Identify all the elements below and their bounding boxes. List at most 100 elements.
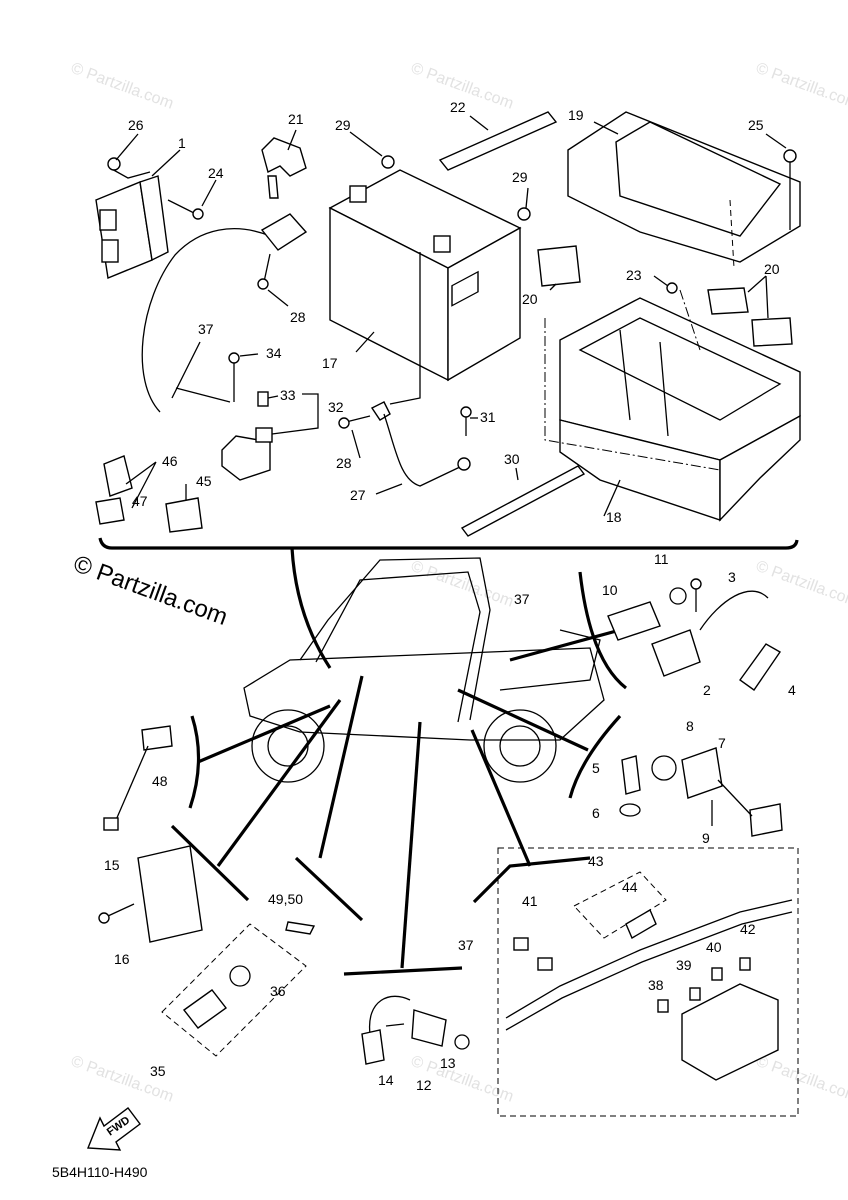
top-group-bracket	[98, 537, 799, 550]
sensor-48-wire	[115, 745, 149, 821]
leader-49	[318, 675, 364, 859]
callout-47: 47	[132, 493, 148, 509]
watermark-large: © Partzilla.com	[70, 550, 231, 631]
bolt-16-head	[98, 912, 110, 924]
callout-34: 34	[266, 345, 282, 361]
bolt-31-head	[460, 406, 472, 418]
callout-13: 13	[440, 1055, 456, 1071]
lead-27-guide	[389, 252, 421, 405]
fuse-40	[711, 967, 723, 981]
terminal-boot	[260, 213, 308, 251]
sensor-12-plug	[361, 1029, 385, 1065]
callout-10: 10	[602, 582, 618, 598]
clamp-21-stem	[267, 175, 279, 199]
cable-37	[141, 228, 271, 413]
battery-box	[559, 297, 801, 522]
callout-11: 11	[654, 551, 669, 567]
callout-7: 7	[718, 735, 726, 751]
callout-24: 24	[208, 165, 224, 181]
fuse-39	[689, 987, 701, 1001]
callout-1: 1	[178, 135, 186, 151]
bracket-12	[343, 966, 463, 976]
sensor-12	[411, 1009, 447, 1047]
coil-wire	[699, 590, 769, 631]
callouts: 1 2 3 4 5 6 7 8 9 10 11 12 13 14 15 16 1…	[104, 99, 796, 1093]
callout-27: 27	[350, 487, 366, 503]
sensor-48-plug	[103, 817, 119, 831]
callout-3: 3	[728, 569, 736, 585]
callout-15: 15	[104, 857, 120, 873]
bolt-25-head	[783, 149, 797, 163]
callout-42: 42	[740, 921, 756, 937]
callout-33: 33	[280, 387, 296, 403]
lead-terminal	[370, 401, 391, 421]
box-center-line	[544, 318, 721, 471]
cover-guide-line	[729, 199, 735, 269]
callout-28b: 28	[336, 455, 352, 471]
harness-sub-box	[573, 871, 667, 939]
switch-group-box	[161, 923, 307, 1057]
callout-14: 14	[378, 1072, 394, 1088]
callout-18: 18	[606, 509, 622, 525]
gasket-6	[619, 803, 641, 817]
cable-band	[460, 465, 586, 537]
switch-35	[182, 989, 228, 1029]
bracket-right-upper	[578, 571, 627, 690]
lead-27	[383, 413, 463, 487]
fuse-box	[681, 983, 779, 1081]
fwd-arrow: FWD	[86, 1107, 141, 1151]
watermark: © Partzilla.com	[69, 60, 176, 113]
part-46	[103, 455, 133, 497]
callout-26: 26	[128, 117, 144, 133]
nut-36	[229, 965, 251, 987]
key-49	[285, 921, 316, 935]
bolt-24-head	[192, 208, 204, 220]
watermark: © Partzilla.com	[754, 1053, 848, 1106]
pad-20c	[751, 317, 793, 347]
bolt-28-upper-head	[257, 278, 269, 290]
vehicle-outline	[243, 557, 605, 783]
callout-37b: 37	[514, 591, 530, 607]
watermark: © Partzilla.com	[754, 558, 848, 611]
sensor-7	[681, 747, 723, 799]
callout-leaders	[115, 115, 787, 517]
callout-20a: 20	[522, 291, 538, 307]
callout-38: 38	[648, 977, 664, 993]
callout-39: 39	[676, 957, 692, 973]
callout-23: 23	[626, 267, 642, 283]
bolt-28-lower	[345, 415, 371, 423]
leader-37	[470, 729, 532, 867]
sensor-48	[141, 725, 173, 751]
callout-22: 22	[450, 99, 466, 115]
harness-box	[497, 847, 799, 1117]
callout-30: 30	[504, 451, 520, 467]
bolt-28-upper	[263, 253, 271, 283]
callout-45: 45	[196, 473, 212, 489]
diagram-code: 5B4H110-H490	[52, 1164, 148, 1180]
lead-27-end	[457, 457, 471, 471]
bolt-23-guide	[679, 289, 701, 351]
bolt-23	[666, 282, 678, 294]
callout-40: 40	[706, 939, 722, 955]
pad-20b	[707, 287, 749, 315]
callout-37c: 37	[458, 937, 474, 953]
callout-25: 25	[748, 117, 764, 133]
callout-16: 16	[114, 951, 130, 967]
harness-main	[505, 899, 793, 1019]
nut-26	[107, 157, 121, 171]
callout-29b: 29	[512, 169, 528, 185]
callout-4: 4	[788, 682, 796, 698]
clamp-21	[261, 137, 307, 177]
bracket-49	[294, 856, 364, 922]
bracket-left	[188, 715, 201, 809]
callout-49-50: 49,50	[268, 891, 303, 907]
callout-2: 2	[703, 682, 711, 698]
callout-5: 5	[592, 760, 600, 776]
plug-cap-4	[739, 643, 782, 691]
leader-48	[197, 704, 331, 764]
starter-relay	[221, 435, 271, 481]
bolt-3-head	[690, 578, 702, 590]
sensor-10	[607, 601, 661, 641]
callout-44: 44	[622, 879, 638, 895]
bolt-16	[107, 903, 135, 917]
